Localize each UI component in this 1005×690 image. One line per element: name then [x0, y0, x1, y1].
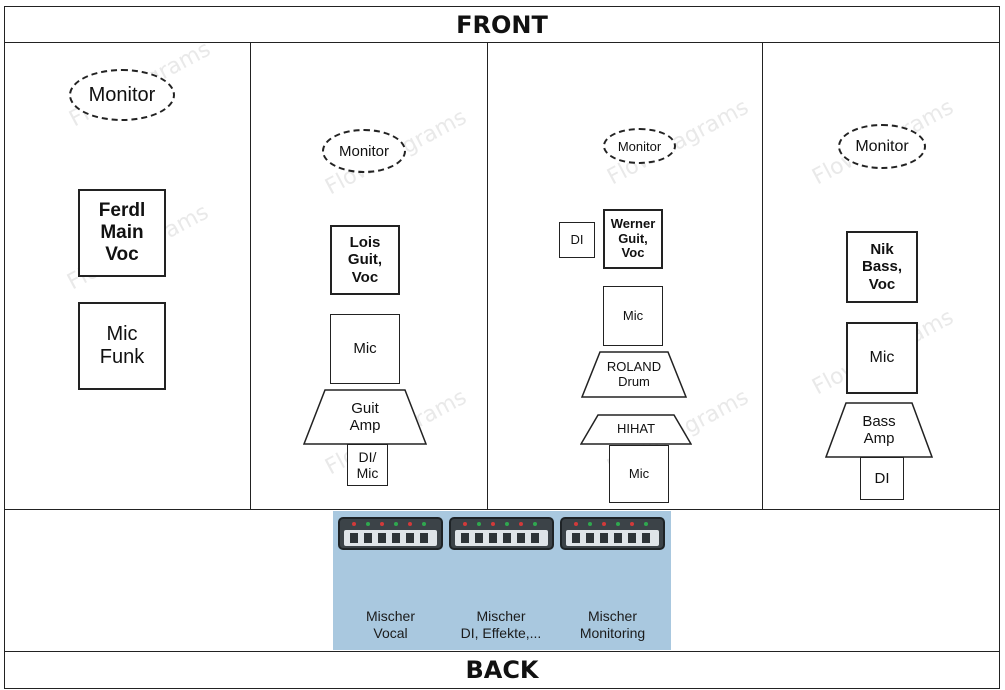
mixer-fader [461, 533, 469, 543]
mixer-fader [503, 533, 511, 543]
mixer-label: Mischer Monitoring [579, 608, 646, 641]
mixer-led [380, 522, 384, 526]
performer-nik: Nik Bass, Voc [846, 231, 918, 303]
performer-werner: Werner Guit, Voc [603, 209, 663, 269]
hihat-shape [580, 414, 692, 445]
mixer-fader [614, 533, 622, 543]
hihat-mic: Mic [609, 445, 669, 503]
amp-shape [825, 402, 933, 458]
mixer-fader [392, 533, 400, 543]
mixer-label: Mischer DI, Effekte,... [460, 608, 542, 641]
mixer-di-effects-icon [449, 517, 554, 550]
mixer-label: Mischer Vocal [365, 608, 415, 641]
back-label: BACK [4, 651, 1000, 689]
performer-ferdl: Ferdl Main Voc [78, 189, 166, 277]
guitar-amp: Guit Amp [303, 389, 427, 445]
amp-label: Guit Amp [349, 399, 381, 434]
mixer-fader [475, 533, 483, 543]
monitor-wedge: Monitor [838, 124, 926, 169]
frame-right [999, 42, 1000, 652]
performer-lois: Lois Guit, Voc [330, 225, 400, 295]
mixer-led [644, 522, 648, 526]
wireless-mic: Mic Funk [78, 302, 166, 390]
mixer-vocal-icon [338, 517, 443, 550]
mixer-led [366, 522, 370, 526]
mixer-fader [531, 533, 539, 543]
column-divider-3 [762, 42, 763, 510]
mixer-led [602, 522, 606, 526]
mixer-fader [364, 533, 372, 543]
mixer-led [477, 522, 481, 526]
frame-left [4, 42, 5, 652]
mixer-led [422, 522, 426, 526]
mixer-led [394, 522, 398, 526]
mixer-fader [600, 533, 608, 543]
mixer-panel: Mischer Vocal Mischer DI, Effekte,... Mi… [333, 511, 671, 650]
mixer-led [574, 522, 578, 526]
amp-label: Bass Amp [862, 412, 896, 447]
di-box: DI [559, 222, 595, 258]
mixer-led [491, 522, 495, 526]
mixer-fader [517, 533, 525, 543]
mixer-led [616, 522, 620, 526]
monitor-wedge: Monitor [69, 69, 175, 121]
mixer-fader [628, 533, 636, 543]
mixer-led [630, 522, 634, 526]
mixer-led [505, 522, 509, 526]
monitor-wedge: Monitor [322, 129, 406, 173]
mixer-led [352, 522, 356, 526]
mixer-led [533, 522, 537, 526]
drum-shape [581, 351, 687, 398]
mic: Mic [846, 322, 918, 394]
di-box: DI/ Mic [347, 444, 388, 486]
mixer-fader [350, 533, 358, 543]
mixer-monitoring-icon [560, 517, 665, 550]
column-divider-1 [250, 42, 251, 510]
mixer-fader [572, 533, 580, 543]
monitor-wedge: Monitor [603, 128, 676, 164]
bass-amp: Bass Amp [825, 402, 933, 458]
mixer-fader [406, 533, 414, 543]
hihat-label: HIHAT [616, 421, 656, 437]
mixer-led [408, 522, 412, 526]
amp-shape [303, 389, 427, 445]
mixer-fader [420, 533, 428, 543]
mixer-led [463, 522, 467, 526]
roland-drum: ROLAND Drum [581, 351, 687, 398]
column-divider-2 [487, 42, 488, 510]
front-label: FRONT [4, 6, 1000, 43]
drum-label: ROLAND Drum [606, 358, 662, 389]
di-box: DI [860, 457, 904, 500]
stage-divider [4, 509, 1000, 510]
mic: Mic [330, 314, 400, 384]
mixer-fader [586, 533, 594, 543]
mixer-led [519, 522, 523, 526]
mixer-fader [378, 533, 386, 543]
mixer-led [588, 522, 592, 526]
mixer-fader [489, 533, 497, 543]
mixer-fader [642, 533, 650, 543]
hihat: HIHAT [580, 414, 692, 445]
mic: Mic [603, 286, 663, 346]
